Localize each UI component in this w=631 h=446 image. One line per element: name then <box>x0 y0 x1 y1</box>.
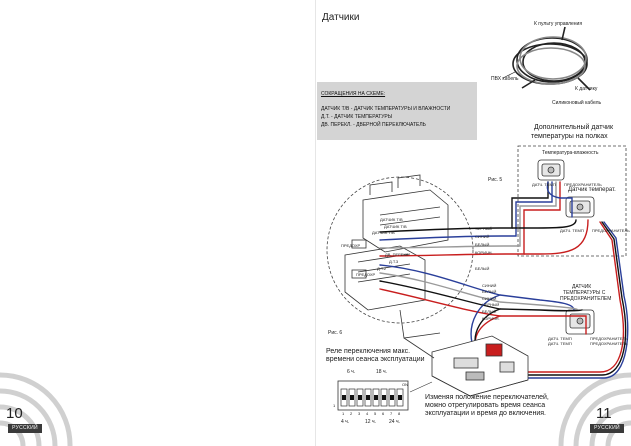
figure-5-label: Рис. 5 <box>488 177 503 183</box>
dip-bottom-label: 4 ч. <box>341 419 350 425</box>
dip-number: 4 <box>366 411 369 416</box>
relay-title-line1: Реле переключения макс. <box>326 348 411 355</box>
fuse-sensor-title: ТЕМПЕРАТУРЫ С <box>563 290 606 296</box>
dip-number: 5 <box>374 411 377 416</box>
label-small-temp-2: ДАТЧ. ТЕМП <box>560 228 584 233</box>
fuse-sensor-illustration <box>565 309 595 335</box>
note-line3: эксплуатации и время до включения. <box>425 410 546 417</box>
label-to-sensor: К датчику <box>575 86 598 92</box>
extra-sensor-title-line2: температуры на полках <box>531 133 608 140</box>
dip-switch-illustration <box>337 380 433 411</box>
dip-one-label: 1 <box>333 403 336 408</box>
label-humidity-sensor: Температура-влажность <box>542 150 599 156</box>
wire-label: БЕЛЫЙ <box>475 266 490 271</box>
dip-number: 7 <box>390 411 393 416</box>
board-label: ДАТЧИК Т/В <box>372 230 395 235</box>
extra-sensor-dashed-box <box>517 145 627 257</box>
wire-label: БЕЛЫЙ <box>475 242 490 247</box>
board-label: ПРЕДОХР <box>356 272 376 277</box>
extra-sensor-title-line1: Дополнительный датчик <box>534 124 614 131</box>
board-label: ПРЕДОХР <box>341 243 361 248</box>
abbreviation-line: Д.Т. - ДАТЧИК ТЕМПЕРАТУРЫ <box>321 114 393 120</box>
note-line1: Изменяя положение переключателей, <box>425 394 549 401</box>
dip-number: 6 <box>382 411 385 416</box>
relay-title-line2: времени сеанса эксплуатации <box>326 356 425 363</box>
relay-board-illustration <box>403 335 529 397</box>
label-small-fuse-2: ПРЕДОХРАНИТЕЛЬ <box>592 228 630 233</box>
detail-dashed-circle <box>326 176 474 324</box>
wire-label: КОРИЧН. <box>475 250 493 255</box>
figure-6-label: Рис. 6 <box>328 330 343 336</box>
note-line2: можно отрегулировать время сеанса <box>425 402 546 409</box>
coiled-cable-illustration <box>502 26 591 91</box>
fuse-sensor-label: ДАТЧ. ТЕМП <box>548 341 572 346</box>
dip-number: 3 <box>358 411 361 416</box>
abbreviation-line: ДВ. ПЕРЕКЛ. - ДВЕРНОЙ ПЕРЕКЛЮЧАТЕЛЬ <box>321 122 426 128</box>
dip-top-label: 18 ч. <box>376 369 387 375</box>
page-number-right: 11 <box>596 405 612 422</box>
wire-label: КОРИЧН. <box>482 316 500 321</box>
dip-top-label: 6 ч. <box>347 369 356 375</box>
label-pvc-cable: ПВХ кабель <box>491 76 519 82</box>
board-label: ДАТЧИК Т/В <box>380 217 403 222</box>
label-silicone-cable: Силиконовый кабель <box>552 100 602 106</box>
dip-number: 8 <box>398 411 401 416</box>
wire-label: БЕЛЫЙ <box>482 289 497 294</box>
page-title: Датчики <box>322 12 360 23</box>
humidity-sensor-illustration <box>537 159 565 181</box>
fuse-sensor-label: ПРЕДОХРАНИТЕЛЬ <box>590 341 628 346</box>
wire-label: ЧЕРНЫЙ <box>475 226 493 231</box>
dip-bottom-label: 12 ч. <box>365 419 376 425</box>
board-label: Д.Т.2 <box>377 266 387 271</box>
board-label: ДАТЧИК Т/В <box>384 224 407 229</box>
temperature-sensor-illustration <box>565 196 595 218</box>
abbreviations-heading: СОКРАЩЕНИЯ НА СХЕМЕ: <box>321 91 386 97</box>
dip-number: 2 <box>350 411 353 416</box>
fuse-sensor-title: ПРЕДОХРАНИТЕЛЕМ <box>560 296 612 302</box>
wire-label: СИНИЙ <box>482 296 497 301</box>
dip-bottom-label: 24 ч. <box>389 419 400 425</box>
label-small-temp-1: ДАТЧ. ТЕМП <box>532 182 556 187</box>
control-board-illustration <box>344 174 449 339</box>
board-label: ДВ. ПЕРЕКЛ. <box>385 252 410 257</box>
language-badge-left: РУССКИЙ <box>8 424 42 433</box>
left-page <box>0 0 315 446</box>
wire-label: СИНИЙ <box>482 283 497 288</box>
fuse-sensor-label: ПРЕДОХРАНИТЕЛЬ <box>590 336 628 341</box>
dip-number: 1 <box>342 411 345 416</box>
board-label: Д.Т.3 <box>389 259 399 264</box>
page-number-left: 10 <box>6 405 23 422</box>
language-badge-right: РУССКИЙ <box>590 424 624 433</box>
wire-label: БЕЛЫЙ <box>482 309 497 314</box>
page-fold <box>315 0 316 446</box>
wire-label: СИНИЙ <box>475 234 490 239</box>
label-temperature-sensor: Датчик температ. <box>568 187 616 193</box>
fuse-sensor-label: ДАТЧ. ТЕМП <box>548 336 572 341</box>
abbreviation-line: ДАТЧИК Т/В - ДАТЧИК ТЕМПЕРАТУРЫ И ВЛАЖНО… <box>321 106 451 112</box>
label-small-fuse-1: ПРЕДОХРАНИТЕЛЬ <box>564 182 602 187</box>
dip-on-label: ON <box>402 382 408 387</box>
label-to-remote: К пульту управления <box>534 21 583 27</box>
fuse-sensor-title: ДАТЧИК <box>572 284 592 290</box>
wire-bundle <box>379 181 629 379</box>
wire-label: ЧЕРНЫЙ <box>482 302 500 307</box>
abbreviations-box: СОКРАЩЕНИЯ НА СХЕМЕ: ДАТЧИК Т/В - ДАТЧИК… <box>317 82 477 140</box>
